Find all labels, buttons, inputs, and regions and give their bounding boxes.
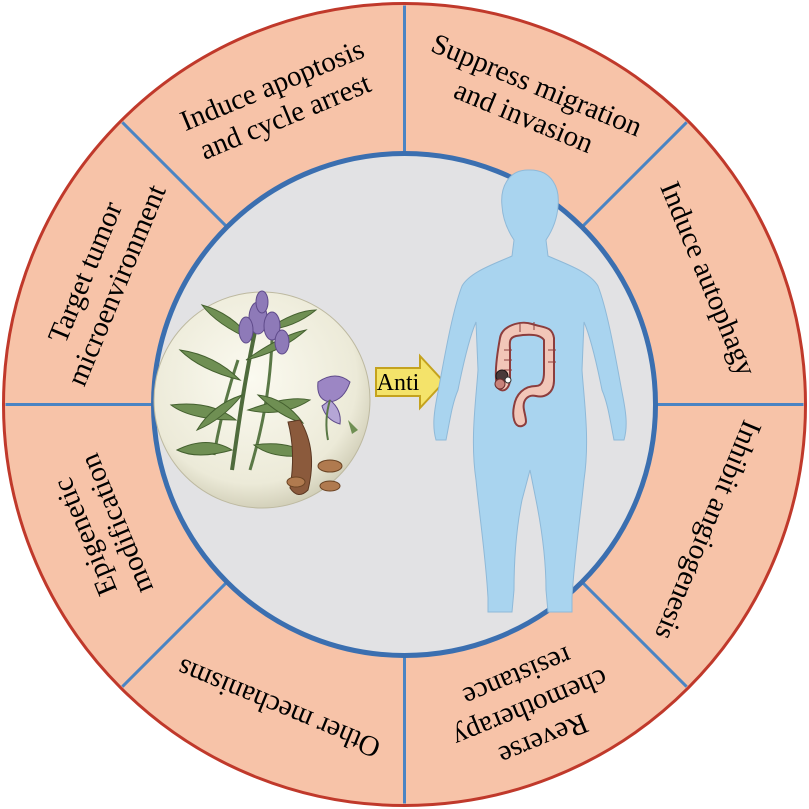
colon-tumor-icon [494, 321, 556, 428]
anti-label: Anti [377, 370, 420, 396]
ring-divider [582, 582, 688, 688]
ring-divider [121, 582, 227, 688]
ring-divider [582, 121, 688, 227]
ring-divider [121, 121, 227, 227]
anti-arrow: Anti [375, 353, 446, 411]
ring-dividers [5, 5, 804, 804]
scutellaria-plant-illustration [153, 290, 371, 509]
